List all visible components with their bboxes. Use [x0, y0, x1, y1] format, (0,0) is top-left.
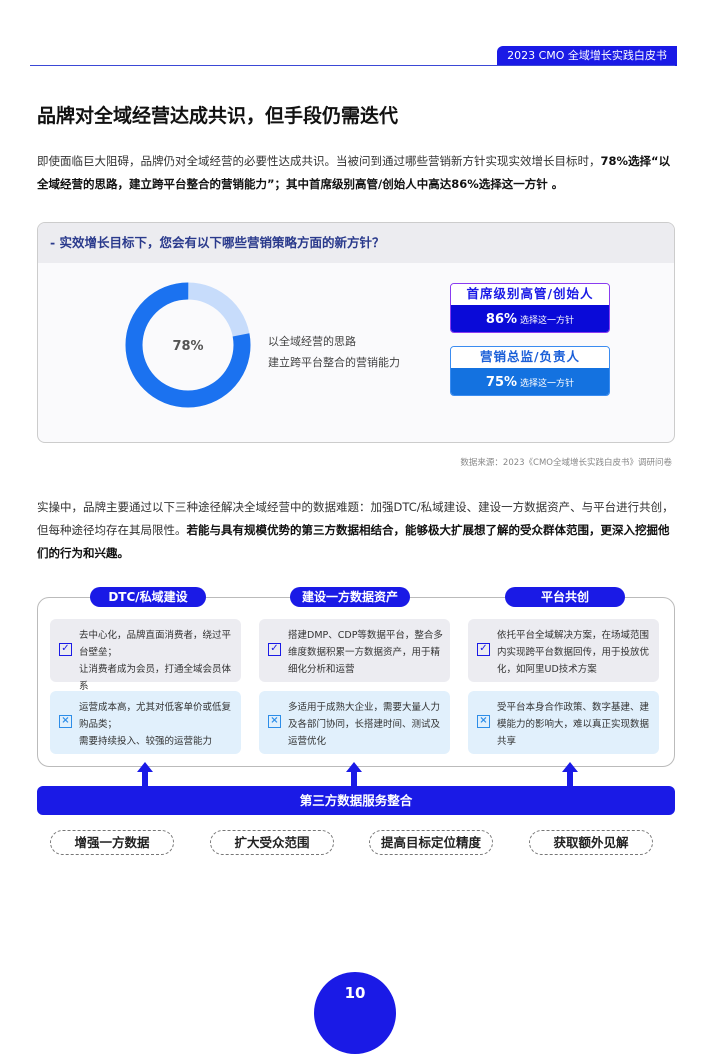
column-title-platform: 平台共创 [505, 587, 625, 607]
con-card-first-party: ×多适用于成熟大企业，需要大量人力及各部门协同，长搭建时间、测试及运营优化 [259, 691, 450, 754]
benefit-pill: 增强一方数据 [50, 830, 174, 855]
approaches-paragraph: 实操中，品牌主要通过以下三种途径解决全域经营中的数据难题：加强DTC/私域建设、… [37, 500, 674, 560]
check-icon: ✓ [268, 643, 281, 656]
option-label: 以全域经营的思路建立跨平台整合的营销能力 [268, 335, 400, 369]
donut-value-arc [125, 282, 251, 408]
group-card-executives: 首席级别高管/创始人 86%选择这一方针 [450, 283, 610, 333]
cross-icon: × [477, 715, 490, 728]
donut-label: 78% [172, 339, 203, 354]
column-title-dtc: DTC/私域建设 [90, 587, 206, 607]
page-number: 10 [314, 972, 396, 1054]
page-title: 品牌对全域经营达成共识，但手段仍需迭代 [37, 105, 399, 127]
cross-icon: × [268, 715, 281, 728]
survey-question: - 实效增长目标下，您会有以下哪些营销策略方面的新方针？ [38, 223, 674, 263]
donut-chart: 78% [125, 282, 251, 408]
pro-card-dtc: ✓去中心化，品牌直面消费者，绕过平台壁垒； 让消费者成为会员，打通全域会员体系 [50, 619, 241, 692]
survey-card: - 实效增长目标下，您会有以下哪些营销策略方面的新方针？ 78% 以全域经营的思… [37, 222, 675, 443]
group-card-marketing-directors: 营销总监/负责人 75%选择这一方针 [450, 346, 610, 396]
data-source: 数据来源：2023《CMO全域增长实践白皮书》调研问卷 [460, 458, 672, 468]
pro-card-platform: ✓依托平台全域解决方案，在场域范围内实现跨平台数据回传，用于投放优化，如阿里UD… [468, 619, 659, 682]
check-icon: ✓ [59, 643, 72, 656]
con-card-platform: ×受平台本身合作政策、数字基建、建模能力的影响大，难以真正实现数据共享 [468, 691, 659, 754]
con-card-dtc: ×运营成本高，尤其对低客单价或低复购品类； 需要持续投入、较强的运营能力 [50, 691, 241, 754]
intro-paragraph: 即使面临巨大阻碍，品牌仍对全域经营的必要性达成共识。当被问到通过哪些营销新方针实… [37, 150, 677, 196]
intro-text: 即使面临巨大阻碍，品牌仍对全域经营的必要性达成共识。当被问到通过哪些营销新方针实… [37, 154, 601, 168]
benefit-pill: 获取额外见解 [529, 830, 653, 855]
benefit-pill: 提高目标定位精度 [369, 830, 493, 855]
header-divider [30, 65, 675, 66]
intro-highlight: 78%选择“以全域经营的思路，建立跨平台整合的营销能力”；其中首席级别高管/创始… [37, 154, 671, 191]
check-icon: ✓ [477, 643, 490, 656]
benefit-pill: 扩大受众范围 [210, 830, 334, 855]
column-title-first-party: 建设一方数据资产 [290, 587, 410, 607]
document-title-tab: 2023 CMO 全域增长实践白皮书 [497, 46, 677, 66]
pro-card-first-party: ✓搭建DMP、CDP等数据平台，整合多维度数据积累一方数据资产，用于精细化分析和… [259, 619, 450, 682]
cross-icon: × [59, 715, 72, 728]
integration-bar: 第三方数据服务整合 [37, 786, 675, 815]
